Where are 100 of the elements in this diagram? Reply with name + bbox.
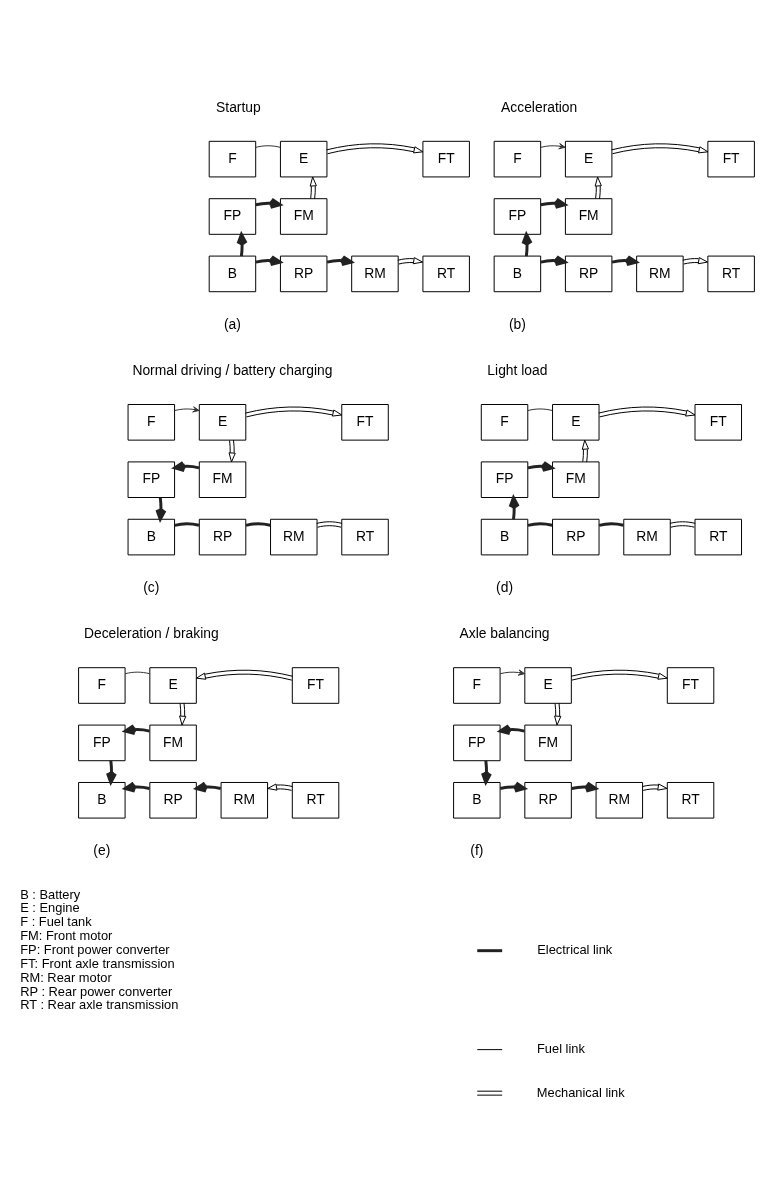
node-box: RM <box>595 781 644 819</box>
arrow <box>540 142 566 149</box>
node-box: FP <box>78 724 126 761</box>
node-box: FT <box>291 666 340 704</box>
arrow <box>581 439 589 463</box>
node-box: E <box>198 403 247 441</box>
arrow <box>195 669 294 681</box>
node-box: FP <box>208 197 257 235</box>
arrow <box>611 142 709 154</box>
arrow <box>682 256 709 265</box>
node-box: FT <box>694 403 742 441</box>
arrow <box>123 781 150 793</box>
label: (d) <box>496 578 513 595</box>
label: (f) <box>470 841 484 858</box>
arrow <box>326 254 353 266</box>
arrow <box>173 460 200 472</box>
legend-label: Fuel link <box>537 1040 585 1056</box>
label: Acceleration <box>501 98 578 115</box>
connector <box>174 521 200 527</box>
node-box: F <box>493 140 542 177</box>
arrow <box>179 702 187 726</box>
node-box: RT <box>666 781 715 819</box>
node-box: RM <box>270 518 318 555</box>
node-box: FP <box>453 724 501 761</box>
label: (b) <box>508 315 526 332</box>
node-box: RT <box>707 255 755 292</box>
arrow <box>540 197 567 209</box>
arrow <box>397 256 424 265</box>
node-box: B <box>127 518 176 555</box>
arrow <box>594 176 602 199</box>
node-box: RP <box>564 255 613 292</box>
node-box: RP <box>552 518 600 555</box>
node-box: E <box>524 666 572 704</box>
label: Axle balancing <box>459 624 550 641</box>
label: FP: Front power converter <box>20 941 170 957</box>
label: FM: Front motor <box>20 927 113 943</box>
node-box: B <box>453 781 501 819</box>
node-box: E <box>564 140 613 177</box>
arrow <box>554 702 562 726</box>
node-box: FT <box>422 140 470 177</box>
node-box: FM <box>279 197 328 235</box>
connector <box>527 407 553 411</box>
node-box: RM <box>623 518 671 555</box>
label: B : Battery <box>20 886 81 902</box>
node-box: FT <box>341 403 389 441</box>
label: (e) <box>93 841 111 858</box>
node-box: RP <box>524 781 572 819</box>
arrow <box>499 668 525 676</box>
label: Startup <box>216 98 261 115</box>
node-box: B <box>493 255 542 292</box>
arrow <box>641 783 668 791</box>
label: Normal driving / battery charging <box>132 361 333 378</box>
label: RM: Rear motor <box>20 969 112 985</box>
node-box: RM <box>636 255 684 292</box>
node-box: FM <box>198 460 247 498</box>
node-box: FT <box>707 140 755 177</box>
arrow <box>228 438 236 462</box>
arrow <box>598 406 696 417</box>
node-box: F <box>208 140 257 177</box>
node-box: FM <box>149 724 197 761</box>
node-box: FT <box>666 666 715 704</box>
label: RT : Rear axle transmission <box>20 996 179 1012</box>
arrow <box>123 723 150 735</box>
node-box: E <box>279 140 328 177</box>
node-box: E <box>552 403 600 441</box>
legend-label: Electrical link <box>537 941 613 957</box>
node-box: RM <box>220 781 269 819</box>
arrow <box>498 723 525 735</box>
arrow <box>255 197 282 209</box>
connector <box>669 520 696 528</box>
arrow <box>540 254 567 266</box>
arrow <box>326 142 424 154</box>
label: RP : Rear power converter <box>20 983 173 999</box>
node-box: FP <box>493 197 542 235</box>
arrow <box>309 176 317 199</box>
arrow <box>174 405 200 412</box>
node-box: F <box>480 403 529 441</box>
node-box: RP <box>149 781 197 819</box>
label: Light load <box>487 361 548 378</box>
node-box: RT <box>291 781 340 819</box>
connector <box>245 521 271 527</box>
node-box: F <box>127 403 176 441</box>
connector <box>316 520 343 528</box>
label: (a) <box>223 315 241 332</box>
node-box: B <box>78 781 126 819</box>
node-box: F <box>453 666 501 704</box>
node-box: FM <box>564 197 613 235</box>
node-box: F <box>78 666 126 704</box>
arrow <box>267 783 293 791</box>
node-box: FM <box>552 460 600 498</box>
arrow <box>194 781 222 793</box>
connector <box>124 671 150 674</box>
node-box: B <box>208 255 257 292</box>
connector <box>598 521 624 527</box>
arrow <box>570 669 668 681</box>
node-box: RT <box>694 518 742 555</box>
node-box: FM <box>524 724 572 761</box>
node-box: RT <box>341 518 389 555</box>
arrow <box>527 460 554 472</box>
arrow <box>244 406 343 417</box>
